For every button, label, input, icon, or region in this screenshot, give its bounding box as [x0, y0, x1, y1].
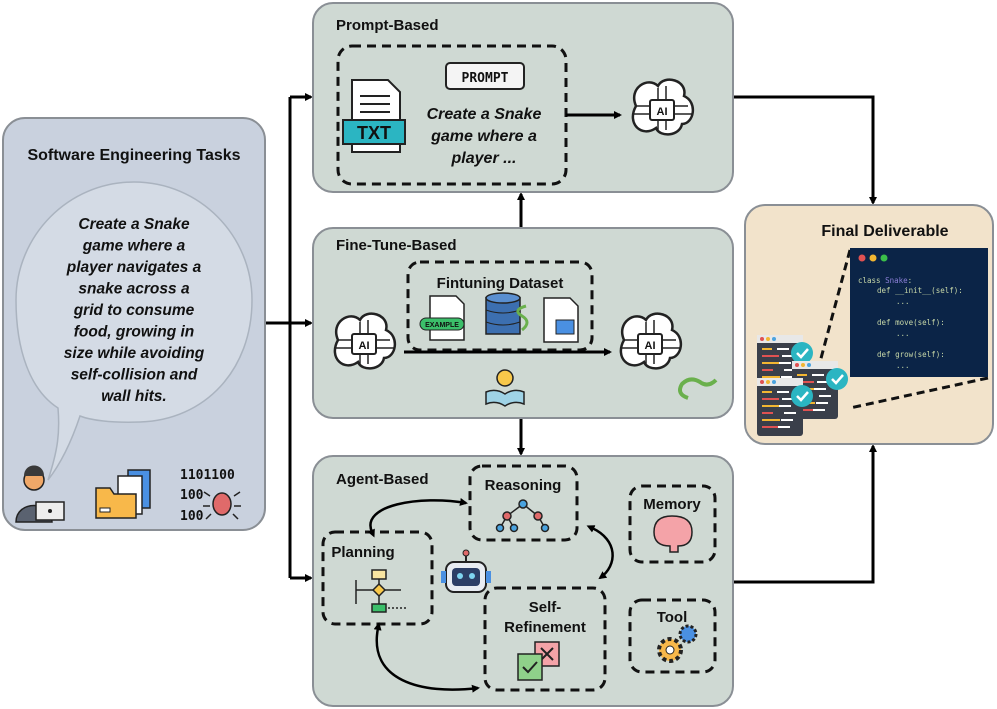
svg-text:Create a Snake: Create a Snake	[427, 106, 542, 123]
memory-module: Memory	[628, 484, 717, 564]
task-line: snake across a	[78, 281, 190, 298]
svg-text:EXAMPLE: EXAMPLE	[425, 322, 459, 329]
self-refinement-module: Self- Refinement	[483, 586, 607, 692]
task-description: Create a Snake game where a player navigat…	[64, 216, 205, 405]
task-line: player navigates a	[66, 259, 202, 276]
verified-code-screens-icon	[757, 335, 848, 436]
svg-text:TXT: TXT	[357, 123, 391, 143]
snake-icon	[678, 377, 718, 400]
task-line: grid to consume	[73, 302, 195, 319]
txt-file-icon: TXT	[342, 79, 406, 153]
svg-text:100: 100	[180, 509, 204, 524]
svg-text:Self-: Self-	[529, 599, 562, 616]
software-engineering-tasks-panel: Software Engineering Tasks Create a Snak…	[2, 117, 266, 531]
svg-text:1101100: 1101100	[180, 468, 235, 483]
book-idea-icon	[485, 369, 525, 407]
database-icon	[485, 292, 521, 335]
svg-text:Reasoning: Reasoning	[485, 477, 562, 494]
snake-icon	[516, 304, 529, 332]
svg-text:AI: AI	[657, 106, 668, 118]
ai-brain-icon: AI	[630, 78, 695, 136]
robot-icon	[441, 549, 491, 593]
agent-flow-arrows	[367, 498, 614, 693]
tree-icon	[495, 499, 550, 533]
task-line: self-collision and	[71, 367, 198, 384]
svg-text:Tool: Tool	[657, 609, 688, 626]
task-line: size while avoiding	[64, 345, 205, 362]
code-line: class Snake:	[858, 276, 912, 285]
bug-icon	[203, 491, 241, 520]
prompt-based-panel: Prompt-Based TXT PROMPT Create a Snake g…	[312, 2, 734, 193]
reasoning-module: Reasoning	[468, 464, 579, 542]
flowchart-icon	[355, 569, 406, 613]
panel-title: Final Deliverable	[821, 223, 948, 240]
panel-title: Prompt-Based	[336, 17, 439, 34]
planning-module: Planning	[321, 530, 434, 626]
svg-text:Memory: Memory	[643, 496, 701, 513]
svg-text:game where a: game where a	[430, 128, 537, 145]
code-line: ...	[896, 297, 910, 306]
ai-brain-icon: AI	[332, 312, 397, 370]
prompt-badge: PROMPT	[445, 62, 525, 90]
example-doc-icon: EXAMPLE	[419, 295, 465, 341]
svg-text:AI: AI	[359, 340, 370, 352]
developer-icon	[15, 465, 65, 523]
dataset-title: Fintuning Dataset	[437, 275, 564, 292]
svg-text:PROMPT: PROMPT	[462, 71, 509, 86]
task-line: game where a	[82, 238, 186, 255]
code-line: def __init__(self):	[877, 286, 963, 295]
ai-brain-icon: AI	[618, 312, 683, 370]
final-deliverable-panel: Final Deliverable class Snake:def __init…	[744, 204, 994, 445]
task-line: wall hits.	[101, 388, 166, 405]
refine-check-icon	[517, 641, 560, 681]
binary-code: 1101100 100 100	[180, 468, 235, 524]
code-line: ...	[896, 361, 910, 370]
svg-text:Planning: Planning	[331, 544, 394, 561]
code-line: def move(self):	[877, 318, 945, 327]
panel-title: Fine-Tune-Based	[336, 237, 457, 254]
task-line: Create a Snake	[78, 216, 190, 233]
panel-title: Software Engineering Tasks	[27, 147, 240, 164]
code-line: ...	[896, 329, 910, 338]
fine-tune-based-panel: Fine-Tune-Based Fintuning Dataset EXAMPL…	[312, 227, 734, 419]
svg-text:100: 100	[180, 488, 204, 503]
code-file-icon	[543, 297, 579, 343]
panel-title: Agent-Based	[336, 471, 429, 488]
svg-text:player ...: player ...	[451, 150, 517, 167]
connectors	[265, 93, 877, 584]
code-window: class Snake:def __init__(self):... def mo…	[850, 248, 988, 377]
task-line: food, growing in	[74, 324, 195, 341]
agent-based-panel: Agent-Based Reasoning Memory Planning	[312, 455, 734, 707]
svg-text:AI: AI	[645, 340, 656, 352]
speech-bubble	[15, 181, 253, 481]
tool-module: Tool	[628, 598, 717, 674]
files-folder-icon	[95, 469, 151, 519]
code-line: def grow(self):	[877, 350, 945, 359]
svg-text:Refinement: Refinement	[504, 619, 586, 636]
brain-icon	[653, 515, 693, 553]
gear-icon	[678, 624, 698, 644]
